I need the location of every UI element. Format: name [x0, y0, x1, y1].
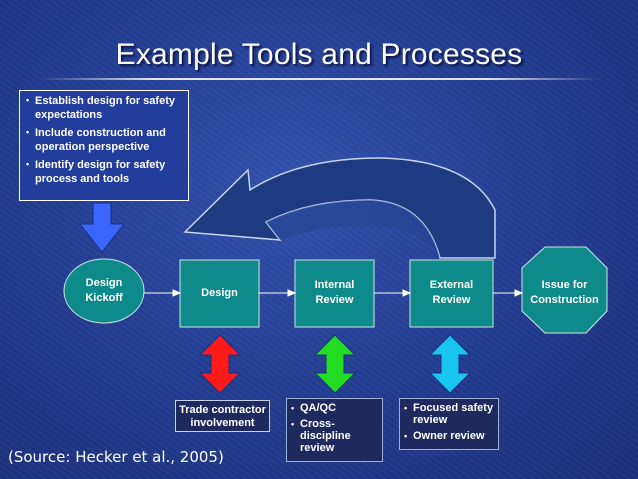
source-citation: (Source: Hecker et al., 2005) — [8, 448, 224, 466]
bullet-icon: • — [291, 403, 295, 413]
stage-external-review-label: External Review — [429, 279, 474, 306]
double-arrow-cyan-icon — [428, 334, 472, 394]
bullet-icon: • — [291, 419, 295, 429]
stage-internal-review-label: Internal Review — [314, 279, 355, 306]
title-underline — [40, 78, 600, 80]
stage-design-kickoff-label: Design Kickoff — [85, 277, 123, 304]
double-arrow-red-icon — [198, 334, 242, 394]
external-review-box: • Focused safety review • Owner review — [399, 398, 499, 450]
note-bullet-text: Establish design for safety expectations — [35, 95, 175, 121]
feedback-arrow-shadow — [266, 200, 440, 258]
bullet-icon: • — [26, 159, 30, 169]
stage-design-kickoff-shape — [63, 258, 145, 324]
bullet-icon: • — [26, 95, 30, 105]
ext-bullet: • Owner review — [404, 430, 485, 442]
note-bullet: • Identify design for safety process and… — [26, 158, 182, 186]
stage-external-review-shape — [409, 259, 494, 328]
bullet-icon: • — [404, 431, 408, 441]
trade-contractor-box: Trade contractor involvement — [175, 400, 270, 432]
double-arrow-green-icon — [313, 334, 357, 394]
stage-issue-construction-label: Issue for Construction — [530, 279, 599, 306]
qa-bullet: • QA/QC — [291, 402, 337, 414]
note-bullet: • Establish design for safety expectatio… — [26, 94, 182, 122]
ext-bullet: • Focused safety review — [404, 402, 494, 426]
stage-connectors — [144, 289, 524, 297]
down-arrow-icon — [78, 202, 126, 253]
note-bullet-text: Identify design for safety process and t… — [35, 159, 166, 185]
bullet-icon: • — [404, 403, 408, 413]
design-expectations-note: • Establish design for safety expectatio… — [19, 90, 189, 201]
qa-qc-box: • QA/QC • Cross- discipline review — [286, 398, 383, 462]
note-bullet-text: Include construction and operation persp… — [35, 127, 166, 153]
qa-bullet: • Cross- discipline review — [291, 418, 351, 454]
bullet-icon: • — [26, 127, 30, 137]
page-title: Example Tools and Processes — [115, 38, 523, 71]
stage-issue-construction-shape — [521, 246, 608, 334]
note-bullet: • Include construction and operation per… — [26, 126, 182, 154]
stage-design-label: Design — [201, 286, 238, 299]
